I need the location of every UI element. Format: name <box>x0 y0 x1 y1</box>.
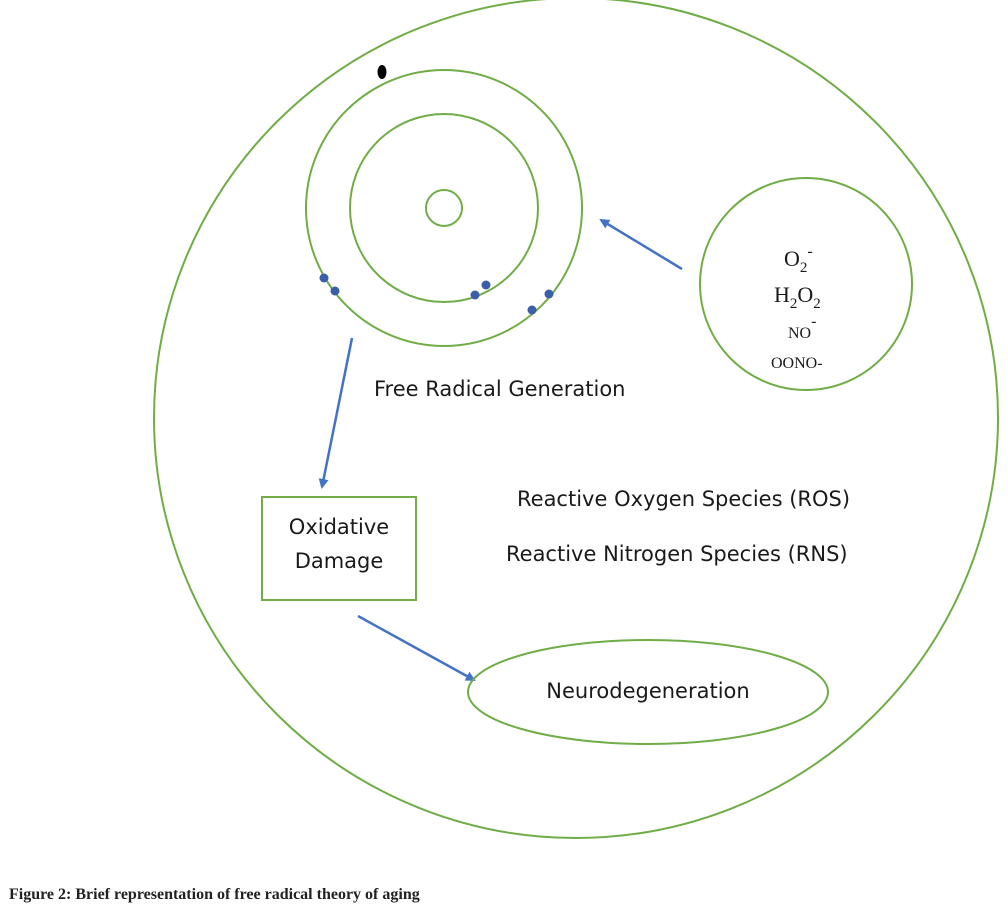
inner-electron-shell <box>349 113 539 303</box>
oxidative-damage-box <box>261 496 417 601</box>
electron <box>527 305 537 315</box>
oxidative-damage-line1: Oxidative <box>289 515 389 539</box>
neurodegeneration-ellipse <box>467 639 829 745</box>
oxidative-damage-line2: Damage <box>295 549 384 573</box>
peroxynitrite-label: OONO- <box>771 355 823 372</box>
hydrogen-peroxide-label: H2O2 <box>774 282 821 312</box>
cell-outline <box>153 0 999 839</box>
neurodegeneration-label: Neurodegeneration <box>546 679 749 703</box>
atom-to-damage-arrow <box>318 337 354 489</box>
rns-label: Reactive Nitrogen Species (RNS) <box>506 542 848 566</box>
free-radical-diagram: O2- H2O2 NO- OONO- Free Radical Generati… <box>153 0 999 839</box>
species-to-atom-arrow <box>599 218 683 271</box>
outer-electron-shell <box>305 69 583 347</box>
damage-to-neuro-arrow <box>357 614 476 682</box>
electron <box>319 273 329 283</box>
ros-label: Reactive Oxygen Species (ROS) <box>517 487 850 511</box>
figure-caption: Figure 2: Brief representation of free r… <box>9 886 420 903</box>
superoxide-label: O2- <box>784 243 813 276</box>
electron <box>544 289 554 299</box>
electron <box>330 286 340 296</box>
unpaired-electron <box>377 65 387 79</box>
electron <box>481 280 491 290</box>
reactive-species-circle <box>699 177 913 391</box>
atom-model <box>305 65 583 347</box>
electron <box>470 290 480 300</box>
free-radical-generation-label: Free Radical Generation <box>374 377 625 401</box>
nitric-oxide-label: NO- <box>788 313 816 342</box>
nucleus <box>425 189 463 227</box>
